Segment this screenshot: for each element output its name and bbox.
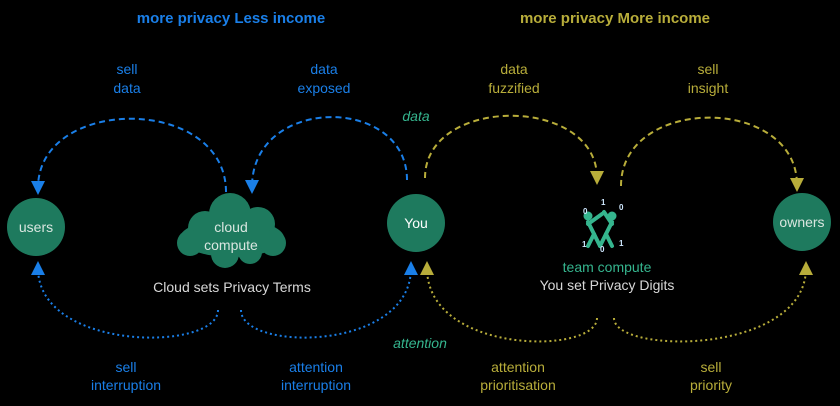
label-attention-prioritisation-2: prioritisation [480, 377, 555, 393]
label-data-exposed-1: data [310, 61, 337, 77]
cloud-node [177, 193, 286, 268]
digit-5: 0 [600, 245, 605, 254]
you-label: You [404, 215, 428, 231]
owners-node [773, 193, 831, 251]
label-sell-data-2: data [113, 80, 140, 96]
label-attention-interruption-1: attention [289, 359, 343, 375]
heading-right: more privacy More income [520, 10, 710, 27]
label-sell-data-1: sell [116, 61, 137, 77]
arrow-attention-prioritisation [420, 261, 598, 343]
team-compute-icon: 0 1 0 1 0 1 [582, 198, 624, 254]
heading-left: more privacy Less income [137, 10, 325, 27]
digit-1: 0 [583, 207, 588, 216]
label-sell-insight-2: insight [688, 80, 729, 96]
cloud-label-line2: compute [204, 237, 258, 253]
users-label: users [19, 219, 53, 235]
label-attention-prioritisation-1: attention [491, 359, 545, 375]
digit-4: 1 [582, 240, 587, 249]
digit-3: 0 [619, 203, 624, 212]
arrow-sell-insight [620, 116, 804, 192]
label-data-fuzzified-1: data [500, 61, 527, 77]
cloud-caption: Cloud sets Privacy Terms [153, 279, 311, 295]
label-sell-priority-1: sell [700, 359, 721, 375]
owners-label: owners [779, 214, 824, 230]
label-sell-interruption-1: sell [115, 359, 136, 375]
users-node [7, 198, 65, 256]
label-attention-mid: attention [393, 335, 447, 351]
you-node [387, 194, 445, 252]
label-sell-interruption-2: interruption [91, 377, 161, 393]
label-data-fuzzified-2: fuzzified [488, 80, 539, 96]
team-caption-line1: team compute [563, 259, 652, 275]
digit-2: 1 [601, 198, 606, 207]
arrow-sell-priority [613, 261, 813, 343]
label-data-mid: data [402, 108, 429, 124]
label-data-exposed-2: exposed [298, 80, 351, 96]
arrow-data-fuzzified [424, 114, 604, 185]
arrow-sell-interruption [31, 261, 219, 339]
label-sell-insight-1: sell [697, 61, 718, 77]
digit-6: 1 [619, 239, 624, 248]
arrow-data-exposed [245, 116, 408, 194]
label-attention-interruption-2: interruption [281, 377, 351, 393]
arrow-attention-interruption [240, 261, 418, 339]
arrow-sell-data [31, 117, 227, 195]
label-sell-priority-2: priority [690, 377, 732, 393]
cloud-label-line1: cloud [214, 219, 247, 235]
team-caption-line2: You set Privacy Digits [540, 277, 675, 293]
